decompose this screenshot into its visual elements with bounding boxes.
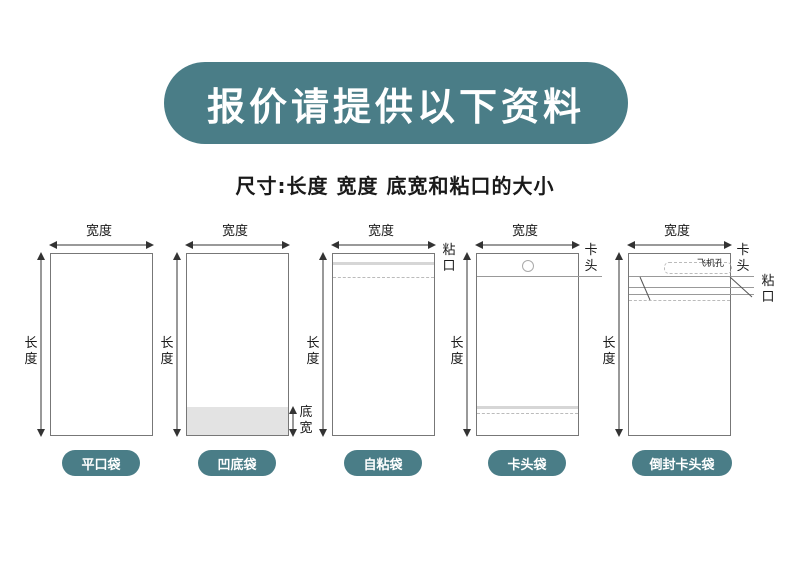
seal-line [477, 413, 578, 414]
length-label: 长度 [24, 336, 38, 367]
self-seal-bag [332, 253, 435, 436]
seal-line [629, 287, 754, 288]
seal-line [333, 277, 434, 278]
seal-label: 粘口 [761, 274, 775, 305]
length-label: 长度 [160, 336, 174, 367]
bottom-width-label: 底宽 [299, 405, 313, 436]
reverse-seal-header-bag [628, 253, 731, 436]
seal-line [629, 294, 754, 295]
bag-name-badge: 平口袋 [62, 450, 140, 476]
length-label: 长度 [450, 336, 464, 367]
bag-name-badge: 倒封卡头袋 [632, 450, 732, 476]
width-label: 宽度 [222, 224, 249, 239]
header-line [477, 276, 602, 277]
gusset-bottom-bag [186, 253, 289, 436]
page-title: 报价请提供以下资料 [206, 84, 585, 129]
width-label: 宽度 [86, 224, 113, 239]
title-banner: 报价请提供以下资料 [164, 62, 628, 144]
header-label: 卡头 [736, 243, 750, 274]
header-line [629, 276, 754, 277]
width-label: 宽度 [368, 224, 395, 239]
seal-line [629, 300, 730, 301]
seal-strip [333, 262, 434, 265]
width-label: 宽度 [664, 224, 691, 239]
bag-name-badge: 自粘袋 [344, 450, 422, 476]
bag-name-badge: 卡头袋 [488, 450, 566, 476]
seal-label: 粘口 [442, 243, 456, 274]
hang-hole-slot [664, 262, 732, 274]
flat-bag [50, 253, 153, 436]
header-card-bag [476, 253, 579, 436]
hang-hole-label: 飞机孔 [697, 259, 725, 269]
header-label: 卡头 [584, 243, 598, 274]
size-instructions: 尺寸:长度 宽度 底宽和粘口的大小 [235, 174, 555, 198]
length-label: 长度 [306, 336, 320, 367]
bag-name-badge: 凹底袋 [198, 450, 276, 476]
seal-strip [477, 406, 578, 409]
width-label: 宽度 [512, 224, 539, 239]
length-label: 长度 [602, 336, 616, 367]
bottom-gusset-area [187, 407, 288, 435]
hang-hole [522, 260, 534, 272]
